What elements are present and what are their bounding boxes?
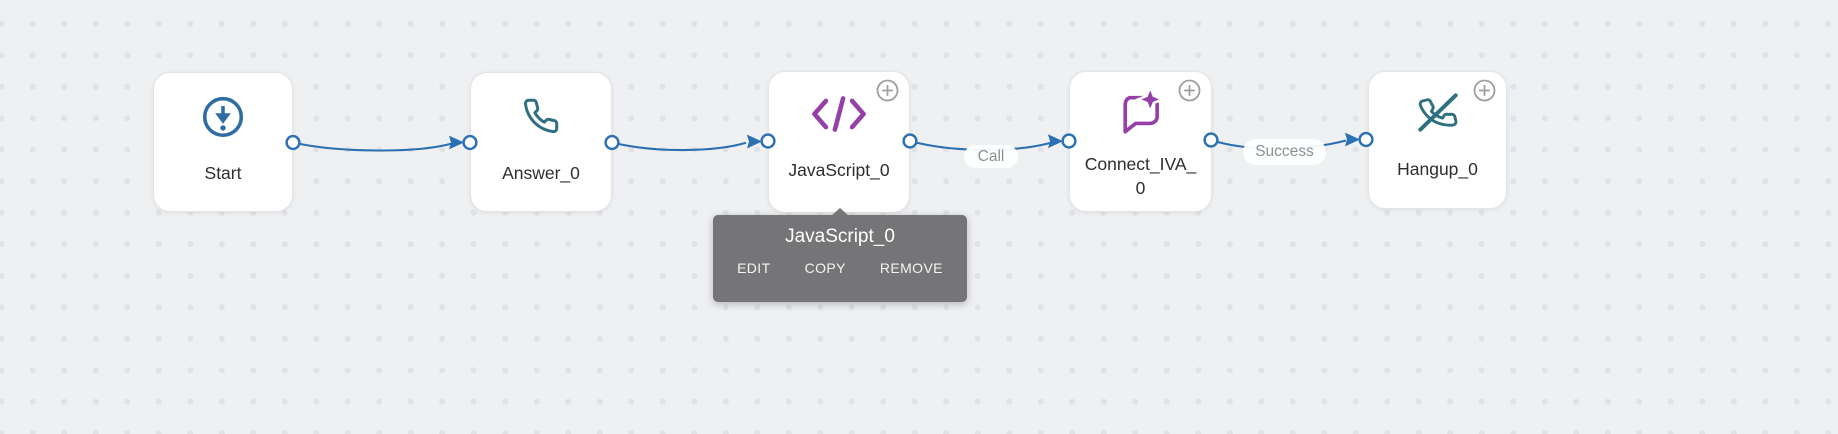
code-icon — [769, 96, 909, 132]
tooltip-actions: EDIT COPY REMOVE — [713, 260, 967, 276]
node-javascript[interactable]: JavaScript_0 — [768, 71, 910, 213]
arrowhead — [1345, 132, 1360, 147]
phone-icon — [471, 93, 611, 139]
node-label: JavaScript_0 — [788, 160, 890, 180]
edit-button[interactable]: EDIT — [737, 260, 771, 276]
phone-slash-icon — [1369, 88, 1506, 138]
node-connect-iva[interactable]: Connect_IVA_0 — [1069, 71, 1212, 212]
connector-start-answer — [292, 141, 453, 152]
node-label: Answer_0 — [502, 163, 580, 183]
node-label: Hangup_0 — [1397, 159, 1478, 179]
node-start[interactable]: Start — [153, 72, 293, 212]
node-answer[interactable]: Answer_0 — [470, 72, 612, 212]
edge-label-call: Call — [964, 145, 1018, 168]
add-node-button[interactable] — [1178, 79, 1201, 102]
connector-answer-javascript — [611, 141, 747, 152]
arrowhead — [449, 135, 464, 150]
node-context-tooltip: JavaScript_0 EDIT COPY REMOVE — [713, 208, 967, 302]
edge-label-success: Success — [1243, 139, 1326, 165]
remove-button[interactable]: REMOVE — [879, 260, 943, 276]
copy-button[interactable]: COPY — [804, 260, 846, 276]
arrowhead — [747, 134, 762, 149]
arrowhead — [1048, 134, 1063, 149]
chat-sparkle-icon — [1070, 89, 1211, 139]
node-hangup[interactable]: Hangup_0 — [1368, 71, 1507, 209]
tooltip-arrow — [831, 208, 849, 216]
tooltip-title: JavaScript_0 — [785, 226, 895, 247]
node-label: Connect_IVA_0 — [1084, 154, 1197, 198]
add-node-button[interactable] — [1473, 79, 1496, 102]
add-node-button[interactable] — [876, 79, 899, 102]
start-icon — [154, 94, 292, 142]
node-label: Start — [204, 163, 242, 183]
